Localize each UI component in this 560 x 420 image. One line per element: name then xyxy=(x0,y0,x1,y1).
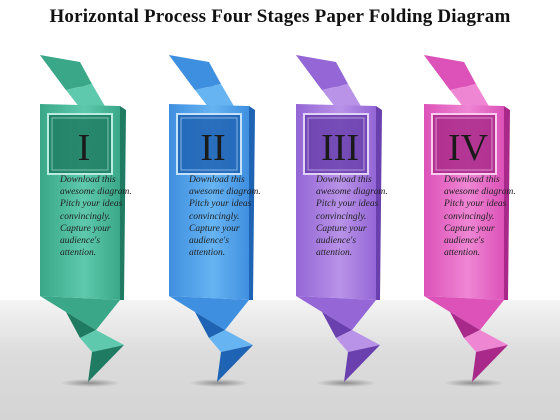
diagram-title: Horizontal Process Four Stages Paper Fol… xyxy=(49,6,511,27)
bottom-fold-tip xyxy=(88,345,124,382)
top-fold-lower xyxy=(66,84,106,108)
bottom-fold-upper xyxy=(169,296,249,330)
top-fold-upper xyxy=(40,55,92,90)
ribbon-ground-shadow xyxy=(189,379,249,387)
ribbon-ground-shadow xyxy=(316,379,376,387)
numeral-inner-frame xyxy=(180,117,238,171)
bottom-fold-crease xyxy=(195,312,225,338)
bottom-fold-tip xyxy=(217,345,253,382)
numeral-frame xyxy=(47,113,113,175)
stage-1: I Download this awesome diagram. Pitch y… xyxy=(36,0,166,420)
top-fold-upper xyxy=(424,55,476,90)
numeral-inner-frame xyxy=(307,117,365,171)
ribbon-ground-shadow xyxy=(60,379,120,387)
stage-text-3: Download this awesome diagram. Pitch you… xyxy=(316,175,388,259)
ribbon-ground-shadow xyxy=(444,379,504,387)
stage-numeral-1: I xyxy=(77,127,91,169)
folded-ribbon-3 xyxy=(296,55,382,387)
ribbon-side-edge xyxy=(120,106,126,300)
bottom-fold-tail xyxy=(209,330,253,352)
bottom-fold-upper xyxy=(40,296,120,330)
bottom-fold-tail xyxy=(464,330,508,352)
ribbon-side-edge xyxy=(249,106,255,300)
numeral-frame xyxy=(176,113,242,175)
bottom-fold-tail xyxy=(336,330,380,352)
folded-ribbon-4 xyxy=(424,55,510,387)
stage-numeral-4: IV xyxy=(447,127,489,169)
stage-numeral-2: II xyxy=(200,127,226,169)
folded-ribbon-1 xyxy=(40,55,126,387)
top-fold-upper xyxy=(296,55,348,90)
numeral-inner-frame xyxy=(435,117,493,171)
bottom-fold-crease xyxy=(66,312,96,338)
bottom-fold-tip xyxy=(344,345,380,382)
bottom-fold-upper xyxy=(424,296,504,330)
folded-ribbon-2 xyxy=(169,55,255,387)
numeral-frame xyxy=(303,113,369,175)
stage-text-1: Download this awesome diagram. Pitch you… xyxy=(60,175,132,259)
top-fold-lower xyxy=(450,84,490,108)
bottom-fold-crease xyxy=(322,312,352,338)
bottom-fold-crease xyxy=(450,312,480,338)
stage-4: IV Download this awesome diagram. Pitch … xyxy=(420,0,550,420)
numeral-frame xyxy=(431,113,497,175)
stage-numeral-3: III xyxy=(321,127,359,169)
top-fold-lower xyxy=(195,84,235,108)
bottom-fold-tail xyxy=(80,330,124,352)
stage-text-4: Download this awesome diagram. Pitch you… xyxy=(444,175,516,259)
stage-text-2: Download this awesome diagram. Pitch you… xyxy=(189,175,261,259)
bottom-fold-upper xyxy=(296,296,376,330)
stage-2: II Download this awesome diagram. Pitch … xyxy=(165,0,295,420)
top-fold-lower xyxy=(322,84,362,108)
ribbon-side-edge xyxy=(504,106,510,300)
stage-3: III Download this awesome diagram. Pitch… xyxy=(292,0,422,420)
numeral-inner-frame xyxy=(51,117,109,171)
bottom-fold-tip xyxy=(472,345,508,382)
top-fold-upper xyxy=(169,55,221,90)
ribbon-side-edge xyxy=(376,106,382,300)
